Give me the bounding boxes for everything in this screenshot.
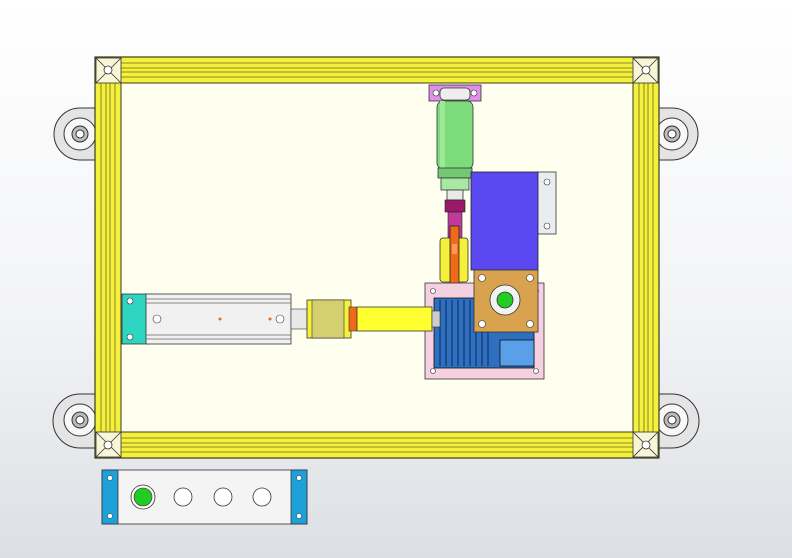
linkage-rod[interactable] bbox=[439, 199, 469, 311]
aluminum-profile-frame[interactable] bbox=[94, 56, 660, 459]
caster-bottom-right[interactable] bbox=[653, 393, 700, 449]
button-4[interactable] bbox=[252, 487, 272, 507]
caster-top-right[interactable] bbox=[653, 107, 699, 161]
caster-top-left[interactable] bbox=[53, 107, 101, 161]
vertical-air-cylinder[interactable] bbox=[428, 84, 482, 201]
button-3[interactable] bbox=[213, 487, 233, 507]
horizontal-air-cylinder[interactable] bbox=[121, 293, 441, 345]
motor-flange[interactable] bbox=[473, 269, 539, 333]
caster-bottom-left[interactable] bbox=[52, 393, 101, 449]
motor-mount-bracket[interactable] bbox=[535, 171, 557, 235]
button-2[interactable] bbox=[173, 487, 193, 507]
control-button-box[interactable] bbox=[101, 469, 308, 525]
servo-motor-block[interactable] bbox=[470, 171, 539, 271]
button-1[interactable] bbox=[130, 484, 156, 510]
